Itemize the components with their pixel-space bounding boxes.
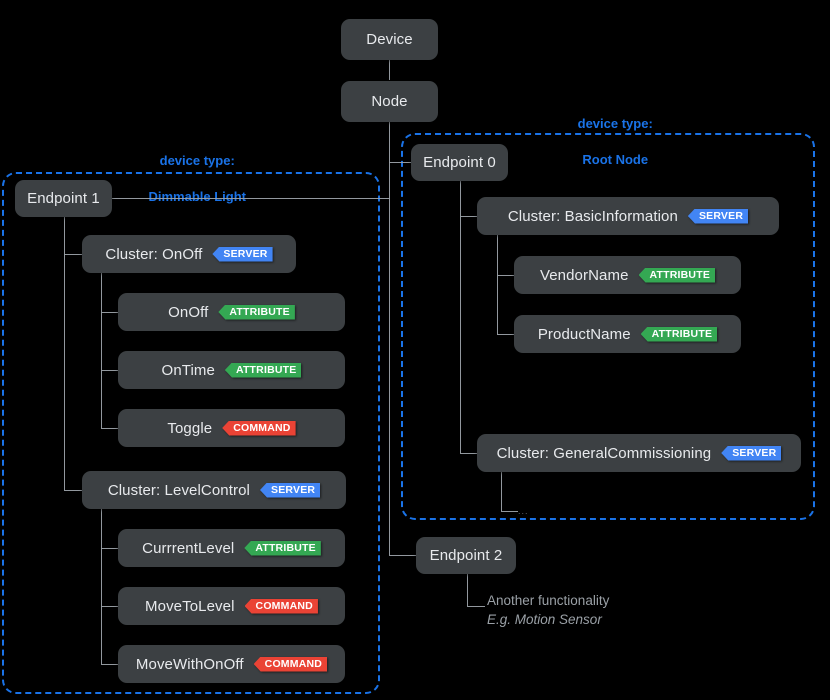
badge-server-onoff: SERVER <box>212 246 273 262</box>
region-label-root-node-line2: Root Node <box>582 152 649 167</box>
region-label-dimmable-light-line2: Dimmable Light <box>148 189 246 204</box>
node-endpoint-0[interactable]: Endpoint 0 <box>411 144 508 181</box>
connector-endpoint1-onoff <box>64 254 82 255</box>
badge-server-onoff-text: SERVER <box>212 246 273 262</box>
badge-attribute-onoff: ATTRIBUTE <box>218 304 295 320</box>
connector-levelcontrol-movewithonoff <box>101 664 118 665</box>
badge-command-toggle: COMMAND <box>222 420 296 436</box>
node-attribute-vendorname[interactable]: VendorName ATTRIBUTE <box>514 256 741 294</box>
badge-attribute-currrentlevel-text: ATTRIBUTE <box>244 540 321 556</box>
connector-onoff-cmd-toggle <box>101 428 118 429</box>
node-command-movetolevel[interactable]: MoveToLevel COMMAND <box>118 587 345 625</box>
node-cluster-onoff[interactable]: Cluster: OnOff SERVER <box>82 235 296 273</box>
connector-endpoint2-spine <box>467 573 468 606</box>
connector-endpoint0-basicinformation <box>460 216 477 217</box>
annotation-endpoint2-line2: E.g. Motion Sensor <box>487 612 602 627</box>
badge-server-levelcontrol-text: SERVER <box>259 482 321 498</box>
connector-node-endpoint2 <box>389 555 416 556</box>
node-endpoint-2[interactable]: Endpoint 2 <box>416 537 516 574</box>
connector-endpoint0-spine <box>460 180 461 453</box>
node-cluster-levelcontrol-label: Cluster: LevelControl <box>107 481 250 499</box>
connector-onoff-spine <box>101 272 102 428</box>
badge-attribute-currrentlevel: ATTRIBUTE <box>244 540 321 556</box>
badge-command-toggle-text: COMMAND <box>222 420 296 436</box>
node-attribute-onoff[interactable]: OnOff ATTRIBUTE <box>118 293 345 331</box>
region-dimmable-light <box>2 172 380 694</box>
connector-endpoint2-annotation <box>467 606 485 607</box>
connector-endpoint0-generalcommissioning <box>460 453 477 454</box>
connector-node-endpoint0 <box>389 162 411 163</box>
node-command-toggle[interactable]: Toggle COMMAND <box>118 409 345 447</box>
badge-attribute-vendorname: ATTRIBUTE <box>638 267 716 283</box>
badge-server-generalcommissioning-text: SERVER <box>721 445 782 461</box>
connector-basicinformation-vendorname <box>497 275 514 276</box>
connector-onoff-attr-onoff <box>101 312 118 313</box>
connector-device-node <box>389 60 390 80</box>
node-cluster-levelcontrol[interactable]: Cluster: LevelControl SERVER <box>82 471 346 509</box>
node-attribute-ontime[interactable]: OnTime ATTRIBUTE <box>118 351 345 389</box>
badge-attribute-ontime-text: ATTRIBUTE <box>224 362 302 378</box>
node-attribute-onoff-label: OnOff <box>168 303 209 321</box>
node-command-movewithonoff-label: MoveWithOnOff <box>135 655 244 673</box>
connector-levelcontrol-spine <box>101 508 102 664</box>
connector-basicinformation-productname <box>497 334 514 335</box>
node-command-toggle-label: Toggle <box>167 419 213 437</box>
badge-attribute-productname: ATTRIBUTE <box>640 326 718 342</box>
node-cluster-onoff-label: Cluster: OnOff <box>105 245 203 263</box>
node-attribute-productname-label: ProductName <box>537 325 631 343</box>
node-device-label: Device <box>366 31 413 48</box>
badge-command-movewithonoff-text: COMMAND <box>253 656 328 672</box>
node-cluster-generalcommissioning[interactable]: Cluster: GeneralCommissioning SERVER <box>477 434 801 472</box>
badge-server-basicinformation-text: SERVER <box>687 208 749 224</box>
node-endpoint-2-label: Endpoint 2 <box>429 547 503 564</box>
node-endpoint-1[interactable]: Endpoint 1 <box>15 180 112 217</box>
node-device[interactable]: Device <box>341 19 438 60</box>
node-cluster-basicinformation-label: Cluster: BasicInformation <box>507 207 678 225</box>
region-label-root-node: device type: Root Node <box>488 97 728 187</box>
badge-command-movetolevel: COMMAND <box>244 598 318 614</box>
connector-endpoint1-spine <box>64 216 65 490</box>
connector-onoff-attr-ontime <box>101 370 118 371</box>
connector-node-endpoint1 <box>110 198 390 199</box>
node-attribute-ontime-label: OnTime <box>161 361 215 379</box>
badge-attribute-productname-text: ATTRIBUTE <box>640 326 718 342</box>
node-attribute-productname[interactable]: ProductName ATTRIBUTE <box>514 315 741 353</box>
node-command-movewithonoff[interactable]: MoveWithOnOff COMMAND <box>118 645 345 683</box>
node-attribute-vendorname-label: VendorName <box>539 266 629 284</box>
generalcommissioning-more-label: ... <box>518 506 529 516</box>
connector-endpoint1-levelcontrol <box>64 490 82 491</box>
badge-attribute-ontime: ATTRIBUTE <box>224 362 302 378</box>
badge-server-generalcommissioning: SERVER <box>721 445 782 461</box>
region-root-node <box>401 133 815 520</box>
node-cluster-basicinformation[interactable]: Cluster: BasicInformation SERVER <box>477 197 779 235</box>
badge-server-basicinformation: SERVER <box>687 208 749 224</box>
connector-generalcommissioning-spine <box>501 471 502 511</box>
connector-levelcontrol-currentlevel <box>101 548 118 549</box>
badge-command-movewithonoff: COMMAND <box>253 656 328 672</box>
badge-attribute-vendorname-text: ATTRIBUTE <box>638 267 716 283</box>
connector-node-spine <box>389 121 390 555</box>
node-attribute-currrentlevel[interactable]: CurrrentLevel ATTRIBUTE <box>118 529 345 567</box>
connector-levelcontrol-movetolevel <box>101 606 118 607</box>
badge-command-movetolevel-text: COMMAND <box>244 598 318 614</box>
region-label-dimmable-light-line1: device type: <box>159 153 235 168</box>
node-endpoint-0-label: Endpoint 0 <box>423 154 496 171</box>
node-node[interactable]: Node <box>341 81 438 122</box>
node-endpoint-1-label: Endpoint 1 <box>27 190 100 207</box>
node-attribute-currrentlevel-label: CurrrentLevel <box>142 539 235 557</box>
badge-server-levelcontrol: SERVER <box>259 482 321 498</box>
node-command-movetolevel-label: MoveToLevel <box>145 597 235 615</box>
node-cluster-generalcommissioning-label: Cluster: GeneralCommissioning <box>496 444 712 462</box>
badge-attribute-onoff-text: ATTRIBUTE <box>218 304 295 320</box>
region-label-dimmable-light: device type: Dimmable Light <box>60 134 320 224</box>
connector-generalcommissioning-more <box>501 511 518 512</box>
region-label-root-node-line1: device type: <box>577 116 653 131</box>
node-node-label: Node <box>371 93 408 110</box>
connector-basicinformation-spine <box>497 234 498 335</box>
annotation-endpoint2-line1: Another functionality <box>487 593 610 608</box>
